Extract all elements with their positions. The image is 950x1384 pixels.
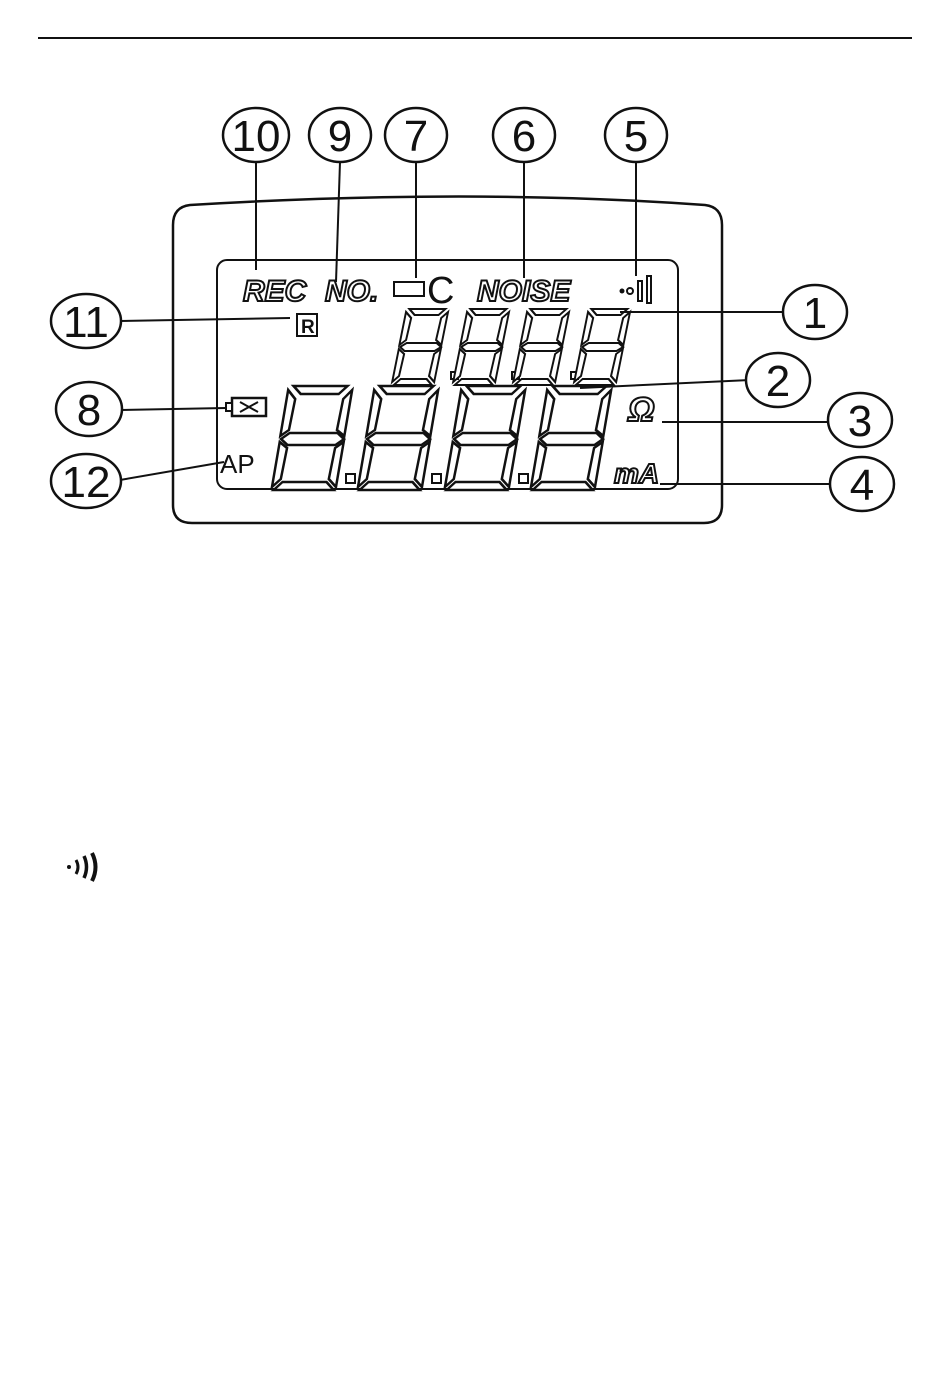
memory-indicator: R: [301, 317, 315, 338]
svg-text:6: 6: [512, 112, 536, 161]
svg-text:1: 1: [803, 289, 827, 338]
callout-6: 6: [493, 108, 555, 162]
rec-indicator: REC: [243, 275, 308, 308]
main-digits: [272, 386, 612, 490]
callout-9: 9: [309, 108, 371, 162]
svg-text:12: 12: [62, 458, 111, 507]
signal-icon: [620, 276, 652, 303]
small-digits: [392, 309, 631, 385]
callout-10: 10: [223, 108, 289, 162]
callout-3: 3: [828, 393, 892, 447]
svg-text:9: 9: [328, 112, 352, 161]
svg-text:8: 8: [77, 386, 101, 435]
ohm-unit: Ω: [627, 391, 655, 429]
callout-2: 2: [746, 353, 810, 407]
c-indicator: C: [427, 270, 454, 312]
callout-12: 12: [51, 454, 121, 508]
callout-7: 7: [385, 108, 447, 162]
svg-text:3: 3: [848, 397, 872, 446]
callout-4: 4: [830, 457, 894, 511]
callout-5: 5: [605, 108, 667, 162]
battery-icon: [226, 398, 266, 416]
signal-symbol-icon: [67, 853, 96, 881]
noise-indicator: NOISE: [477, 275, 571, 308]
callout-8: 8: [56, 382, 122, 436]
callout-11: 11: [51, 294, 121, 348]
svg-text:5: 5: [624, 112, 648, 161]
auto-power-indicator: AP: [220, 449, 255, 479]
svg-text:10: 10: [232, 112, 281, 161]
number-indicator: NO.: [325, 275, 378, 308]
c-indicator-bar: [394, 282, 424, 296]
svg-text:11: 11: [63, 298, 109, 347]
milliamp-unit: mA: [614, 458, 659, 489]
svg-text:7: 7: [404, 112, 428, 161]
svg-text:2: 2: [766, 357, 790, 406]
svg-text:4: 4: [850, 461, 874, 510]
callout-1: 1: [783, 285, 847, 339]
